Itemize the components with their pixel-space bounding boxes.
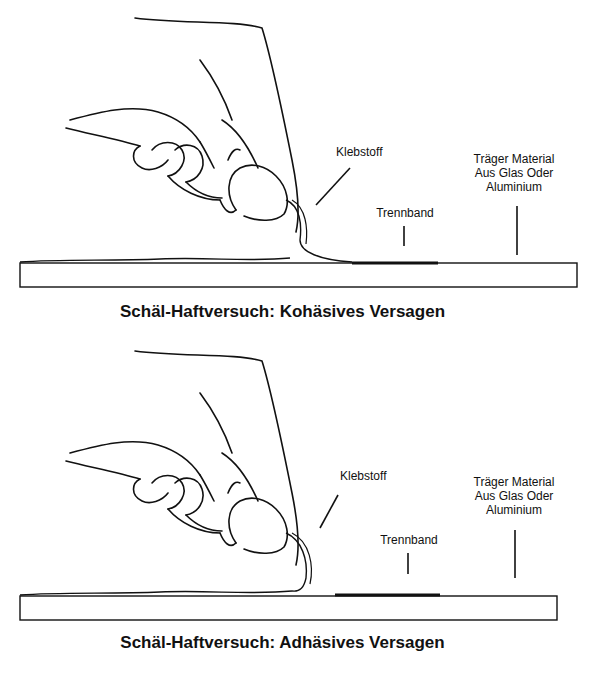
- release-tape: [335, 594, 440, 597]
- substrate-plate: [20, 263, 577, 287]
- leader-line: [320, 495, 338, 528]
- figure-caption: Schäl-Haftversuch: Kohäsives Versagen: [20, 302, 545, 322]
- adhesive-strip: [286, 200, 352, 262]
- part-label: Trennband: [370, 206, 440, 220]
- figure-caption: Schäl-Haftversuch: Adhäsives Versagen: [20, 633, 545, 653]
- leader-line: [403, 226, 405, 246]
- part-label: Klebstoff: [336, 145, 406, 159]
- part-label: Trennband: [374, 533, 444, 547]
- hand-drawing: [66, 351, 298, 565]
- leader-line: [514, 530, 516, 578]
- part-label: Träger Material Aus Glas Oder Aluminium: [466, 152, 562, 194]
- release-tape: [352, 262, 438, 265]
- leader-line: [516, 206, 518, 255]
- substrate-plate: [20, 596, 557, 620]
- part-label: Träger Material Aus Glas Oder Aluminium: [466, 475, 562, 517]
- adhesive-residue: [20, 258, 290, 262]
- adhesive-strip-edge: [292, 200, 307, 244]
- adhesive-strip-edge: [292, 533, 311, 584]
- leader-line: [407, 553, 409, 574]
- part-label: Klebstoff: [340, 469, 410, 483]
- hand-drawing: [66, 18, 298, 232]
- leader-line: [316, 168, 350, 205]
- adhesive-strip: [20, 591, 292, 595]
